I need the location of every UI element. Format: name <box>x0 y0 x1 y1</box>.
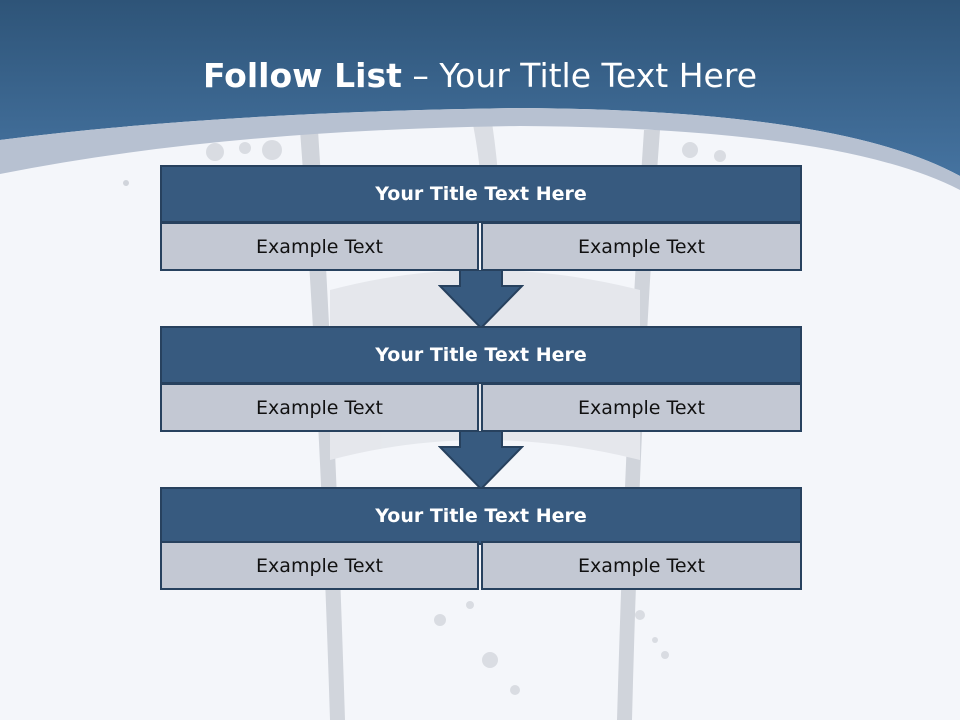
slide-title: Follow List – Your Title Text Here <box>0 56 960 95</box>
block-cell-left: Example Text <box>160 383 479 432</box>
block-cell-left: Example Text <box>160 541 479 590</box>
block-title: Your Title Text Here <box>160 487 802 545</box>
block-cell-right: Example Text <box>481 383 802 432</box>
block-title: Your Title Text Here <box>160 326 802 384</box>
down-arrow-icon <box>438 431 524 491</box>
block-cell-right: Example Text <box>481 541 802 590</box>
block-cell-left: Example Text <box>160 222 479 271</box>
block-cell-right: Example Text <box>481 222 802 271</box>
block-title: Your Title Text Here <box>160 165 802 223</box>
header-band <box>0 0 960 176</box>
down-arrow-icon <box>438 270 524 330</box>
title-lead: Follow List <box>202 56 402 95</box>
title-separator: – <box>401 56 440 95</box>
header-swoosh <box>0 108 960 190</box>
title-rest: Your Title Text Here <box>439 56 758 95</box>
